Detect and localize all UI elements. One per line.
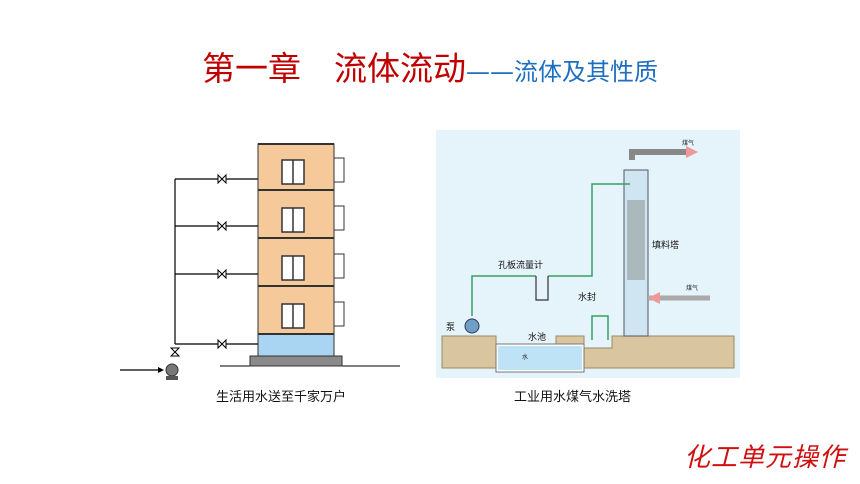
pool-label: 水池: [528, 331, 546, 343]
brand-signature: 化工单元操作: [683, 443, 846, 473]
orifice-label: 孔板流量计: [498, 259, 543, 271]
basement-water-tank: [257, 333, 335, 357]
pump-label: 泵: [446, 322, 455, 333]
water-label: 水: [522, 353, 528, 361]
tower-label: 填料塔: [652, 239, 679, 251]
orifice-meter: [535, 276, 549, 301]
seal-label: 水封: [578, 291, 596, 303]
riser-pipe: [120, 178, 258, 371]
ground-right: [583, 335, 735, 369]
right-caption: 工业用水煤气水洗塔: [514, 390, 632, 405]
exhaust-arrow: [686, 146, 698, 158]
title-main: 第一章 流体流动: [202, 49, 466, 88]
scrubbing-tower-diagram: 水 水池 煤气 填料塔 煤气 孔板流量计 水封 泵: [436, 130, 740, 378]
exhaust-label: 煤气: [682, 139, 694, 147]
building-windows: [281, 159, 305, 329]
inlet-label: 煤气: [686, 284, 698, 292]
title-sub: ——流体及其性质: [466, 58, 658, 86]
building-balconies: [333, 157, 345, 327]
pump-icon: [165, 363, 179, 377]
building-water-supply-diagram: [120, 143, 400, 380]
left-caption: 生活用水送至千家万户: [216, 390, 347, 405]
inlet-arrow: [648, 292, 660, 304]
packing-section: [627, 200, 645, 280]
water-pipe: [471, 183, 630, 340]
building-base: [249, 355, 343, 367]
pool-water: [498, 346, 582, 370]
slide-title: 第一章 流体流动——流体及其性质: [0, 42, 860, 90]
valve-icons: [169, 173, 227, 357]
pump: [464, 318, 480, 334]
